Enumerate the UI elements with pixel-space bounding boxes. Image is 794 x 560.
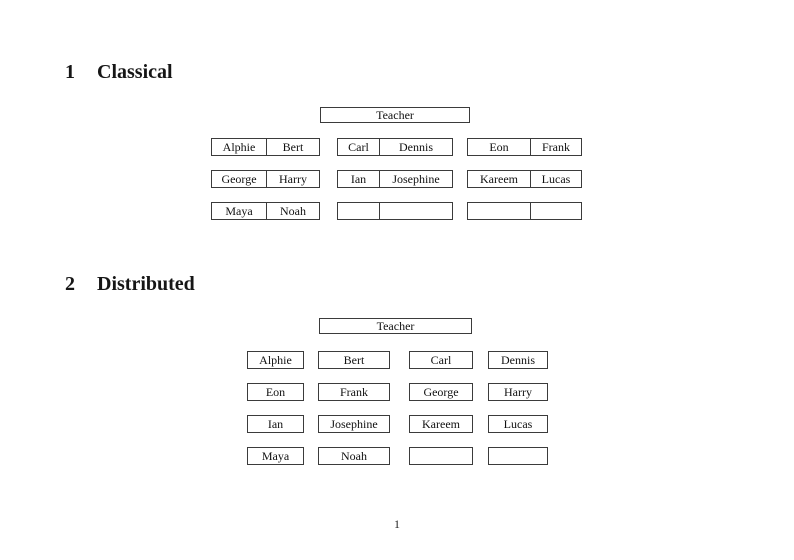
seat-cell: Dennis bbox=[399, 140, 433, 154]
desk: Carl Dennis bbox=[337, 138, 453, 156]
seat-cell: Harry bbox=[279, 172, 307, 186]
desk: Ian Josephine bbox=[337, 170, 453, 188]
seat-cell: Frank bbox=[542, 140, 570, 154]
seat-box: Dennis bbox=[488, 351, 548, 369]
section-heading-classical: 1 Classical bbox=[65, 62, 173, 82]
desk bbox=[467, 202, 582, 220]
seat-box bbox=[488, 447, 548, 465]
desk: Kareem Lucas bbox=[467, 170, 582, 188]
seat-box: Noah bbox=[318, 447, 390, 465]
desk bbox=[337, 202, 453, 220]
seat-cell bbox=[338, 203, 380, 219]
seat-box: Josephine bbox=[318, 415, 390, 433]
seat-cell: Carl bbox=[338, 139, 380, 155]
seat-box: Bert bbox=[318, 351, 390, 369]
section-number: 2 bbox=[65, 273, 75, 295]
seat-box: Lucas bbox=[488, 415, 548, 433]
desk: Eon Frank bbox=[467, 138, 582, 156]
seat-cell: Bert bbox=[282, 140, 304, 154]
desk: Alphie Bert bbox=[211, 138, 320, 156]
seat-box: Maya bbox=[247, 447, 304, 465]
section-heading-distributed: 2 Distributed bbox=[65, 274, 195, 294]
section-number: 1 bbox=[65, 61, 75, 83]
desk: Maya Noah bbox=[211, 202, 320, 220]
seat-box: Frank bbox=[318, 383, 390, 401]
seat-cell: George bbox=[212, 171, 267, 187]
seat-cell bbox=[531, 203, 581, 219]
seat-cell: Josephine bbox=[392, 172, 440, 186]
seat-cell: Kareem bbox=[468, 171, 531, 187]
teacher-label: Teacher bbox=[376, 319, 415, 333]
seat-cell bbox=[468, 203, 531, 219]
seat-box: Alphie bbox=[247, 351, 304, 369]
seat-cell: Maya bbox=[212, 203, 267, 219]
teacher-box: Teacher bbox=[319, 318, 472, 334]
seat-cell: Alphie bbox=[212, 139, 267, 155]
desk: George Harry bbox=[211, 170, 320, 188]
section-title: Classical bbox=[97, 61, 173, 83]
seat-box: Eon bbox=[247, 383, 304, 401]
seat-cell: Eon bbox=[468, 139, 531, 155]
seat-box: Ian bbox=[247, 415, 304, 433]
seat-cell: Ian bbox=[338, 171, 380, 187]
seat-cell: Noah bbox=[280, 204, 306, 218]
teacher-label: Teacher bbox=[376, 108, 414, 122]
seat-box: Carl bbox=[409, 351, 473, 369]
seat-box: Kareem bbox=[409, 415, 473, 433]
seat-box bbox=[409, 447, 473, 465]
seat-cell bbox=[380, 203, 452, 219]
seat-box: Harry bbox=[488, 383, 548, 401]
page-number: 1 bbox=[394, 517, 400, 531]
seat-box: George bbox=[409, 383, 473, 401]
teacher-box: Teacher bbox=[320, 107, 470, 123]
section-title: Distributed bbox=[97, 273, 195, 295]
seat-cell: Lucas bbox=[541, 172, 571, 186]
